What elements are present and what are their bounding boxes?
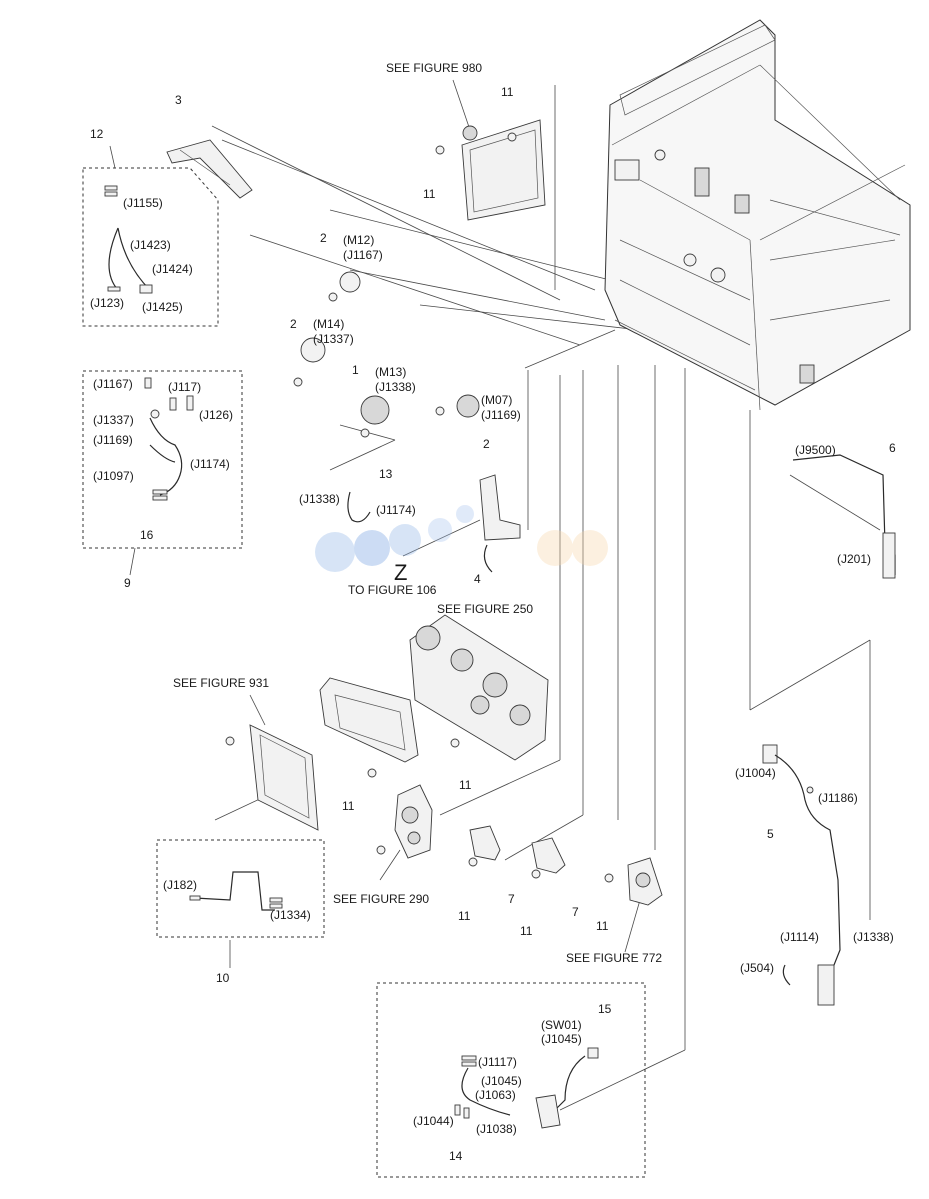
connector-label: (J1338)	[299, 492, 340, 506]
part-5-harness	[762, 744, 841, 1006]
see-figure-772-label: SEE FIGURE 772	[566, 951, 662, 965]
to-figure-106-label: TO FIGURE 106	[348, 583, 437, 597]
connector-label: (J126)	[199, 408, 233, 422]
connector-label: (M13)	[375, 365, 406, 379]
item-11-label: 11	[520, 924, 533, 938]
item-5-label: 5	[767, 827, 774, 841]
connector-label: (J1167)	[93, 377, 133, 391]
item-2-label: 2	[483, 437, 490, 451]
connector-label: (J182)	[163, 878, 197, 892]
connector-label: (J1424)	[152, 262, 193, 276]
item-12-label: 12	[90, 127, 104, 141]
connector-label: (J1337)	[313, 332, 354, 346]
connector-label: (J201)	[837, 552, 871, 566]
connector-label: (J1425)	[142, 300, 183, 314]
figure-772-unit	[627, 857, 663, 906]
item-7-label: 7	[508, 892, 515, 906]
item-11-label: 11	[342, 799, 355, 813]
connector-label: (J9500)	[795, 443, 836, 457]
connector-label: (J1334)	[270, 908, 311, 922]
item-9-label: 9	[124, 576, 131, 590]
connector-label: (J1097)	[93, 469, 134, 483]
part-13-wire	[347, 491, 371, 523]
connector-label: (J1186)	[818, 791, 858, 805]
figure-931-board	[225, 724, 319, 831]
connector-label: (J1169)	[481, 408, 521, 422]
connector-label: (J1045)	[541, 1032, 582, 1046]
see-figure-980-label: SEE FIGURE 980	[386, 61, 482, 75]
connector-label: (M12)	[343, 233, 374, 247]
connector-label: (J1169)	[93, 433, 133, 447]
detail-box-bottom	[376, 982, 646, 1178]
item-3-label: 3	[175, 93, 182, 107]
connector-label: (J1063)	[475, 1088, 516, 1102]
item-15-label: 15	[598, 1002, 612, 1016]
connector-label: (J1338)	[375, 380, 416, 394]
connector-label: (J1174)	[376, 503, 416, 517]
connector-label: (J1045)	[481, 1074, 522, 1088]
item-2-label: 2	[290, 317, 297, 331]
item-2-label: 2	[320, 231, 327, 245]
watermark-circles	[315, 505, 608, 572]
see-figure-931-label: SEE FIGURE 931	[173, 676, 269, 690]
connector-label: (J1174)	[190, 457, 230, 471]
item-7-label: 7	[572, 905, 579, 919]
connector-label: (SW01)	[541, 1018, 582, 1032]
connector-label: (J1155)	[123, 196, 163, 210]
item-11-label: 11	[458, 909, 471, 923]
item-11-label: 11	[459, 778, 472, 792]
connector-label: (J1167)	[343, 248, 383, 262]
see-figure-290-label: SEE FIGURE 290	[333, 892, 429, 906]
diagram-labels: SEE FIGURE 980 SEE FIGURE 250 SEE FIGURE…	[90, 61, 896, 1163]
item-16-label: 16	[140, 528, 154, 542]
connector-label: (M07)	[481, 393, 512, 407]
figure-290-gear	[394, 784, 433, 859]
detail-box-12	[82, 167, 219, 327]
connector-label: (J504)	[740, 961, 774, 975]
motors	[293, 271, 480, 438]
connector-label: (J1117)	[478, 1055, 517, 1069]
part-6-bracket	[792, 454, 896, 579]
screws	[367, 738, 614, 883]
item-1-label: 1	[352, 363, 359, 377]
item-11-label: 11	[596, 919, 609, 933]
connector-label: (J123)	[90, 296, 124, 310]
figure-980-board	[435, 119, 546, 221]
item-6-label: 6	[889, 441, 896, 455]
figure-250-drive	[409, 614, 549, 761]
connector-label: (J1337)	[93, 413, 134, 427]
connector-label: (J117)	[168, 380, 201, 394]
z-marker-label: Z	[394, 560, 407, 585]
connector-label: (J1423)	[130, 238, 171, 252]
main-frame-assembly	[604, 19, 911, 411]
see-figure-250-label: SEE FIGURE 250	[437, 602, 533, 616]
connector-label: (J1044)	[413, 1114, 454, 1128]
part-7-units	[469, 825, 566, 874]
detail-box-9	[82, 370, 243, 549]
connector-label: (J1114)	[780, 930, 819, 944]
part-3-bracket	[166, 139, 253, 199]
item-4-label: 4	[474, 572, 481, 586]
item-11-label: 11	[501, 85, 514, 99]
connector-label: (J1004)	[735, 766, 776, 780]
item-14-label: 14	[449, 1149, 463, 1163]
connector-label: (J1038)	[476, 1122, 517, 1136]
connector-label: (J1338)	[853, 930, 894, 944]
item-13-label: 13	[379, 467, 393, 481]
rear-bracket	[319, 677, 419, 763]
connector-label: (M14)	[313, 317, 344, 331]
item-11-label: 11	[423, 187, 436, 201]
item-10-label: 10	[216, 971, 230, 985]
leader-lines	[109, 79, 881, 1111]
part-4-sensor	[479, 474, 521, 573]
detail-box-10	[156, 839, 325, 938]
